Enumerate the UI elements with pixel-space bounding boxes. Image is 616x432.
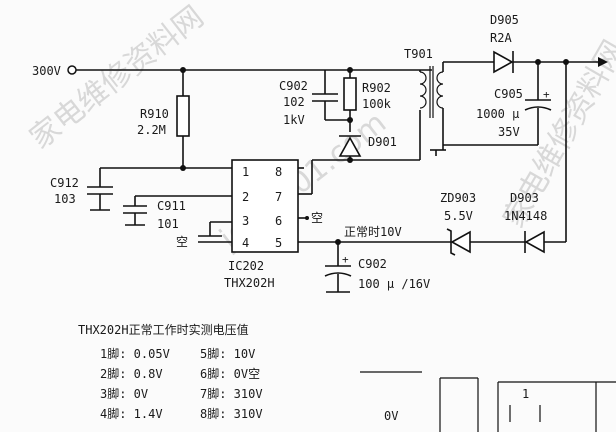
input-terminal bbox=[67, 65, 77, 75]
ic-pin-2: 2 bbox=[242, 190, 249, 204]
ic-pin-5: 5 bbox=[275, 236, 282, 250]
label-ic202-part: THX202H bbox=[224, 276, 275, 290]
table-row-2-left: 2脚: 0.8V bbox=[100, 366, 163, 381]
ic-pin-6: 6 bbox=[275, 214, 282, 228]
resistor-r910 bbox=[176, 95, 190, 137]
label-d905-value: R2A bbox=[490, 31, 512, 45]
label-c902b-value: 100 μ /16V bbox=[358, 277, 430, 291]
capacitor-c902b-plate2 bbox=[324, 272, 352, 277]
coil-t901-primary bbox=[419, 71, 427, 109]
label-c912-ref: C912 bbox=[50, 176, 79, 190]
ic-pin-7: 7 bbox=[275, 190, 282, 204]
label-c911-value: 101 bbox=[157, 217, 179, 231]
label-c905-value1: 1000 μ bbox=[476, 107, 519, 121]
c905-polarity: + bbox=[543, 88, 550, 101]
ic-pin-4: 4 bbox=[242, 236, 249, 250]
label-r902-value: 100k bbox=[362, 97, 392, 111]
label-r910-value: 2.2M bbox=[137, 123, 166, 137]
label-r910-ref: R910 bbox=[140, 107, 169, 121]
pin6-dot bbox=[305, 216, 309, 220]
c902b-polarity: + bbox=[342, 253, 349, 266]
label-pin6-empty: 空 bbox=[311, 211, 323, 225]
label-c911-ref: C911 bbox=[157, 199, 186, 213]
label-t901-ref: T901 bbox=[404, 47, 433, 61]
label-pin4-empty: 空 bbox=[176, 235, 188, 249]
label-c902a-value2: 1kV bbox=[283, 113, 305, 127]
label-c902a-value1: 102 bbox=[283, 95, 305, 109]
label-d903-ref: D903 bbox=[510, 191, 539, 205]
capacitor-c905-plate2 bbox=[524, 106, 552, 111]
coil-t901-secondary bbox=[436, 71, 444, 109]
label-c912-value: 103 bbox=[54, 192, 76, 206]
fragment-text-b: 0V bbox=[384, 409, 398, 423]
label-d905-ref: D905 bbox=[490, 13, 519, 27]
label-c905-ref: C905 bbox=[494, 87, 523, 101]
table-title: THX202H正常工作时实测电压值 bbox=[78, 322, 249, 337]
fragment-text-a: 1 bbox=[522, 387, 529, 401]
label-c902a-ref: C902 bbox=[279, 79, 308, 93]
label-zd903-ref: ZD903 bbox=[440, 191, 476, 205]
table-row-1-left: 1脚: 0.05V bbox=[100, 346, 170, 361]
ic-pin-1: 1 bbox=[242, 165, 249, 179]
resistor-r902 bbox=[343, 77, 357, 111]
ic-pin-3: 3 bbox=[242, 214, 249, 228]
zener-zd903 bbox=[450, 230, 471, 254]
label-d901-ref: D901 bbox=[368, 135, 397, 149]
output-arrow bbox=[598, 57, 608, 67]
label-d903-value: 1N4148 bbox=[504, 209, 547, 223]
table-row-3-right: 7脚: 310V bbox=[200, 386, 263, 401]
label-ic202-ref: IC202 bbox=[228, 259, 264, 273]
label-r902-ref: R902 bbox=[362, 81, 391, 95]
table-row-4-right: 8脚: 310V bbox=[200, 406, 263, 421]
table-row-4-left: 4脚: 1.4V bbox=[100, 406, 163, 421]
table-row-2-right: 6脚: 0V空 bbox=[200, 366, 260, 381]
table-row-3-left: 3脚: 0V bbox=[100, 386, 148, 401]
label-normal-voltage: 正常时10V bbox=[344, 225, 402, 239]
diode-d903 bbox=[524, 230, 545, 254]
ic-pin-8: 8 bbox=[275, 165, 282, 179]
label-input-voltage: 300V bbox=[32, 64, 61, 78]
diode-d905 bbox=[493, 50, 514, 74]
junction-rc-snubber bbox=[347, 117, 353, 123]
label-c902b-ref: C902 bbox=[358, 257, 387, 271]
ic-ic202-body bbox=[231, 159, 299, 253]
label-c905-value2: 35V bbox=[498, 125, 520, 139]
label-zd903-value: 5.5V bbox=[444, 209, 473, 223]
table-row-1-right: 5脚: 10V bbox=[200, 346, 255, 361]
